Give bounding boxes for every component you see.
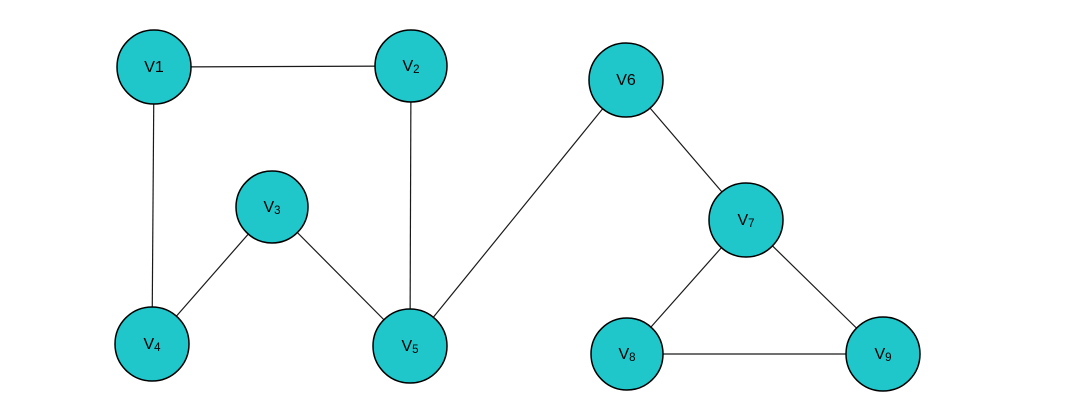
node-circle-v1 — [116, 29, 192, 105]
graph-node-v9: V9 — [845, 316, 921, 392]
node-circle-v6 — [588, 42, 664, 118]
node-label-v3: V3 — [263, 199, 280, 218]
graph-node-v8: V8 — [590, 317, 664, 391]
node-circle-v9 — [845, 316, 921, 392]
graph-node-v7: V7 — [708, 182, 784, 258]
node-label-v4: V4 — [143, 336, 161, 355]
node-circle-v7 — [708, 182, 784, 258]
graph-node-v2: V2 — [374, 29, 448, 103]
node-circle-v4 — [114, 306, 190, 382]
node-label-v5: V5 — [401, 338, 418, 357]
edge-V1-V2 — [153, 65, 412, 68]
node-circle-v8 — [590, 317, 664, 391]
graph-node-v6: V6 — [588, 42, 664, 118]
node-circle-v2 — [374, 29, 448, 103]
node-label-v7: V7 — [737, 212, 754, 231]
node-circle-v3 — [235, 170, 309, 244]
graph-node-v4: V4 — [114, 306, 190, 382]
node-label-v9: V9 — [874, 346, 891, 365]
graph-node-v3: V3 — [235, 170, 309, 244]
edge-V2-V5 — [409, 65, 412, 347]
graph-node-v1: V1 — [116, 29, 192, 105]
node-label-v1: V1 — [144, 59, 164, 76]
edge-V5-V6 — [409, 79, 627, 347]
node-label-v2: V2 — [402, 58, 419, 77]
node-label-v8: V8 — [618, 346, 635, 365]
edge-V1-V4 — [151, 66, 155, 345]
node-circle-v5 — [372, 308, 448, 384]
node-label-v6: V6 — [616, 72, 636, 89]
graph-node-v5: V5 — [372, 308, 448, 384]
